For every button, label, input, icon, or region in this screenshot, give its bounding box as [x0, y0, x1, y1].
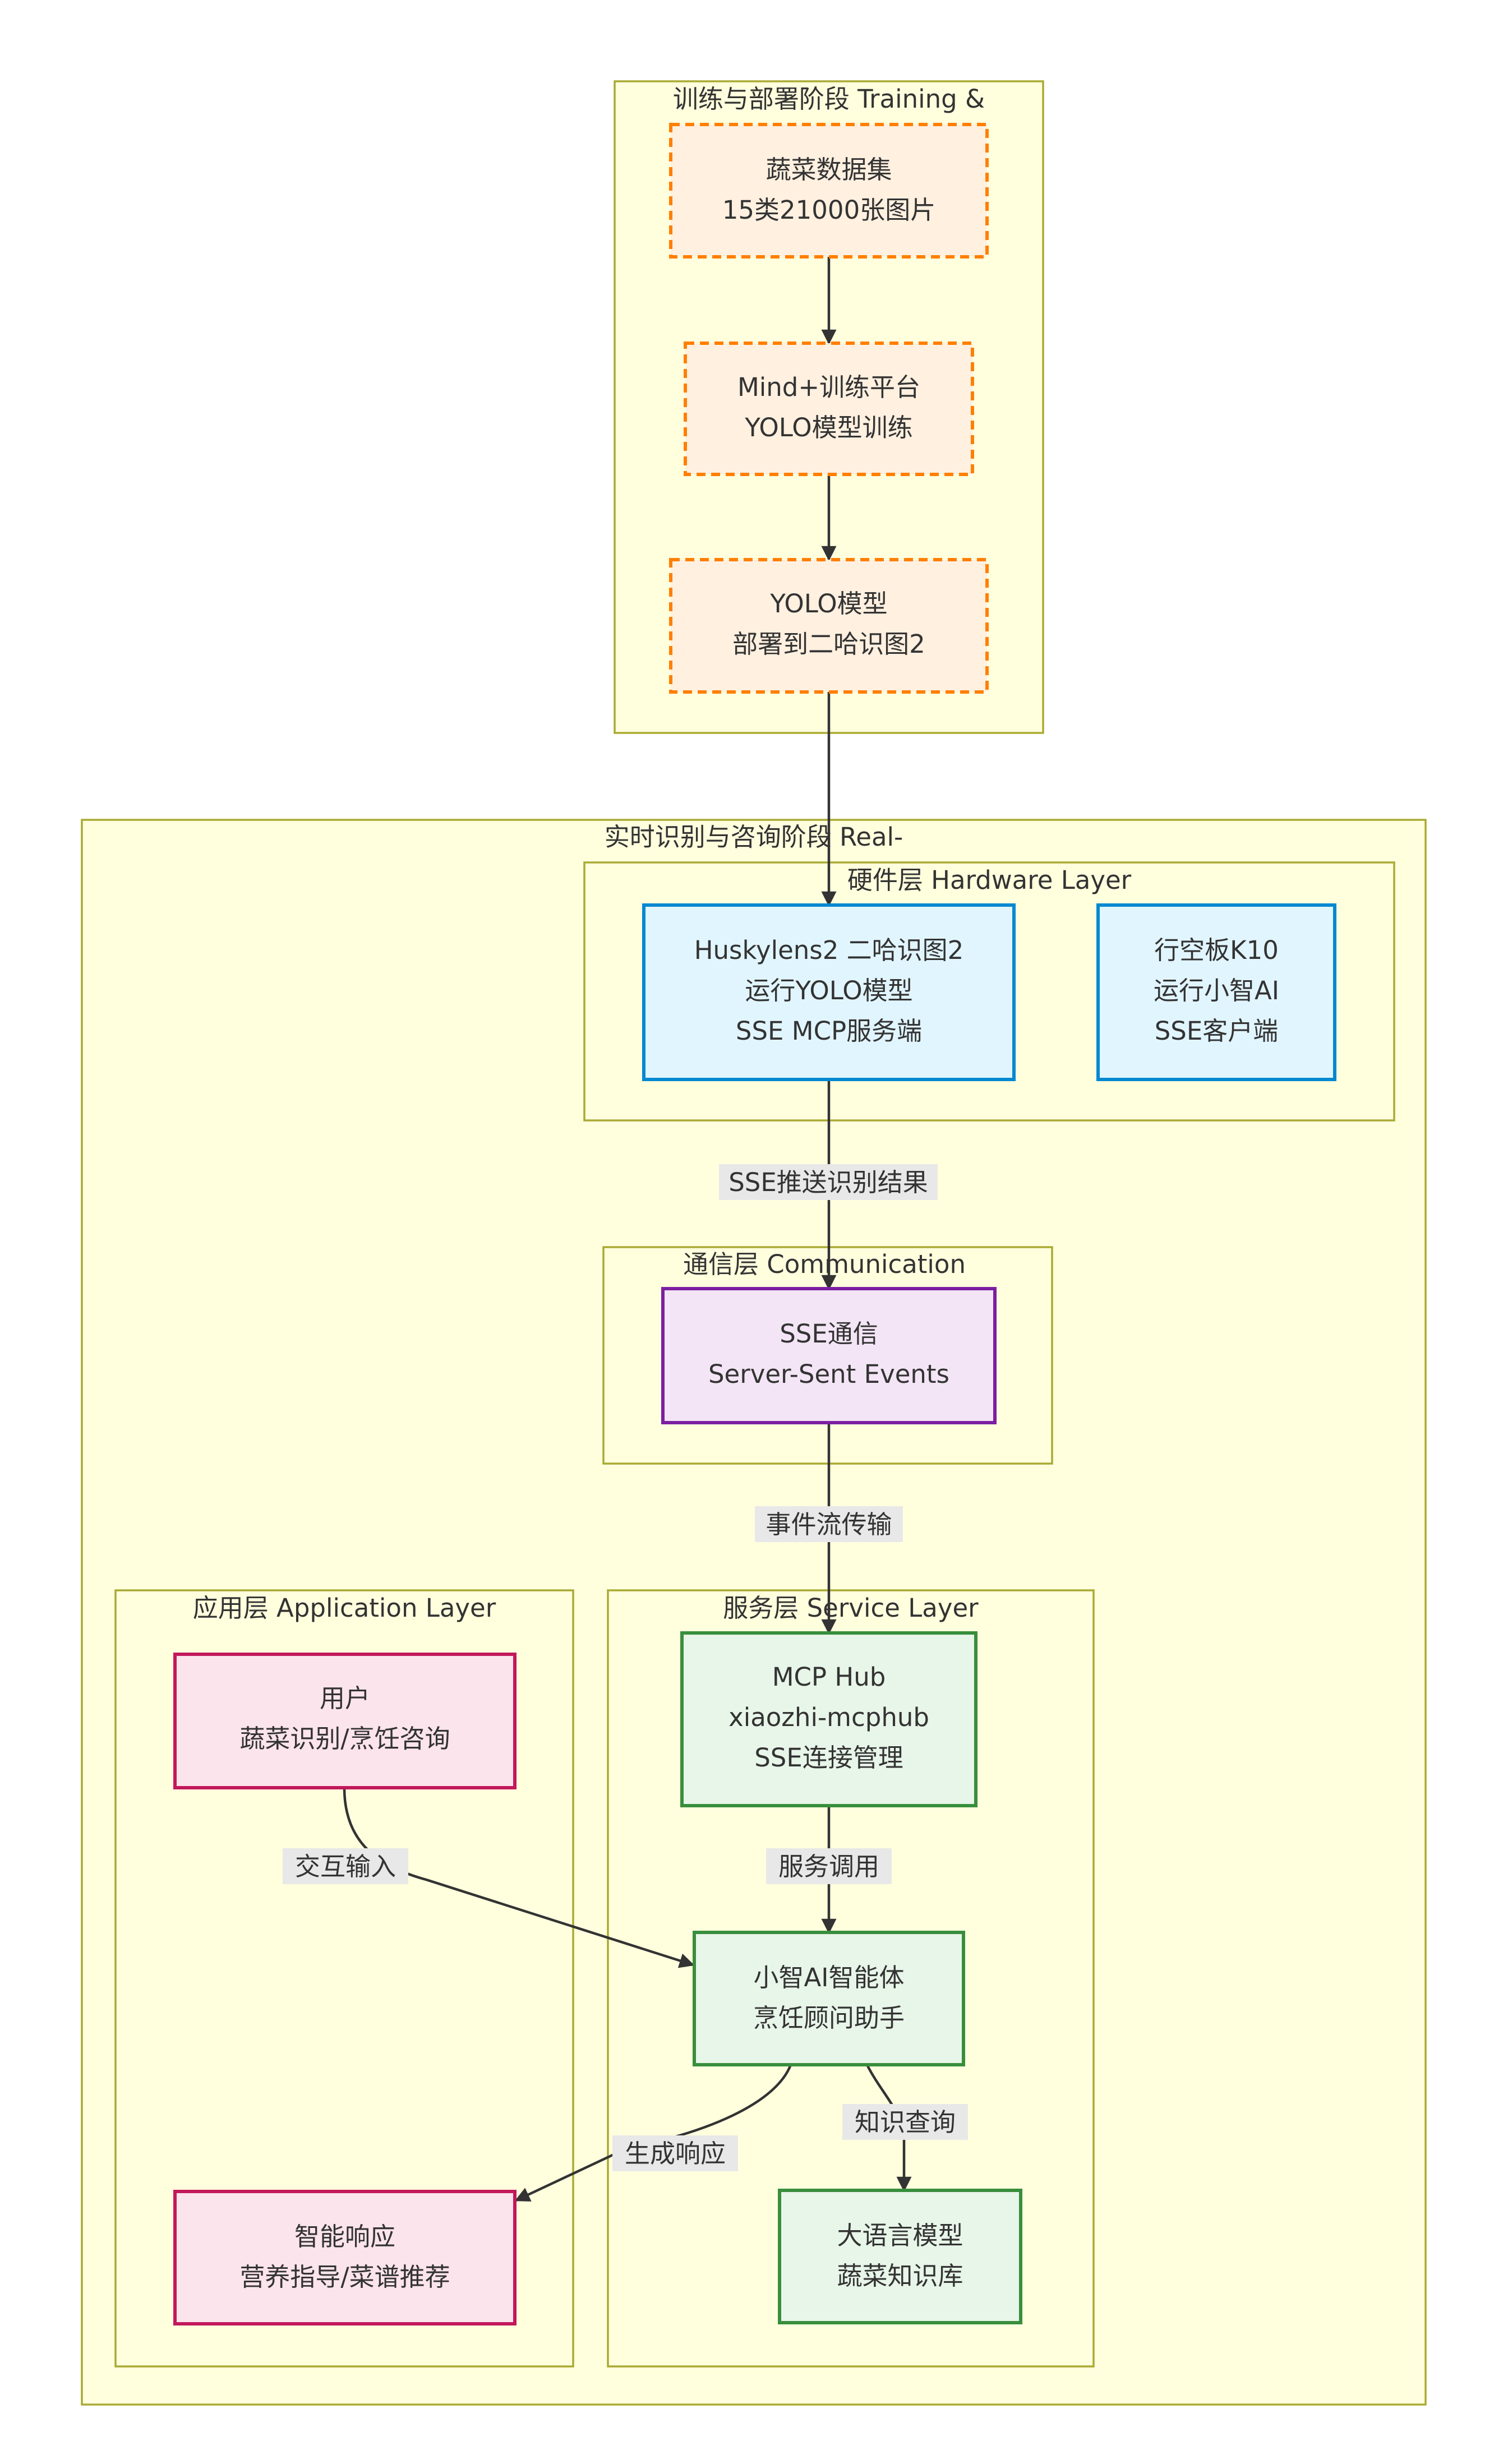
node-k10-line3: SSE客户端 [1155, 1016, 1279, 1046]
cluster-application-title: 应用层 Application Layer [193, 1593, 496, 1623]
svg-text:用户蔬菜识别/烹饪咨询: 用户蔬菜识别/烹饪咨询 [239, 1683, 450, 1754]
node-yolo-model-line2: 部署到二哈识图2 [732, 629, 925, 659]
edge-label-sse-push-text: SSE推送识别结果 [728, 1168, 928, 1197]
node-yolo-model-line1: YOLO模型 [769, 589, 887, 619]
edge-label-service-call: 服务调用 [766, 1848, 892, 1884]
edge-label-knowledge-query: 知识查询 [842, 2104, 968, 2140]
node-dataset: 蔬菜数据集 15类21000张图片 [669, 123, 989, 259]
svg-text:YOLO模型部署到二哈识图2: YOLO模型部署到二哈识图2 [732, 589, 925, 659]
node-response-line1: 智能响应 [294, 2222, 395, 2251]
edge-label-event-stream: 事件流传输 [755, 1506, 903, 1542]
node-huskylens-line1: Huskylens2 二哈识图2 [694, 935, 964, 965]
cluster-training-title: 训练与部署阶段 Training & [673, 84, 985, 114]
node-user-line1: 用户 [320, 1683, 370, 1713]
node-mcp-hub-line3: SSE连接管理 [754, 1743, 903, 1773]
node-mind-platform-line2: YOLO模型训练 [744, 413, 912, 442]
svg-text:大语言模型蔬菜知识库: 大语言模型蔬菜知识库 [837, 2221, 963, 2291]
node-sse-line2: Server-Sent Events [708, 1359, 949, 1389]
node-xiaozhi-agent-line1: 小智AI智能体 [753, 1963, 904, 1992]
cluster-communication-title: 通信层 Communication [683, 1249, 966, 1279]
edge-label-knowledge-query-text: 知识查询 [855, 2107, 956, 2137]
node-llm-line2: 蔬菜知识库 [837, 2261, 963, 2291]
node-huskylens-line3: SSE MCP服务端 [736, 1016, 922, 1046]
edge-label-generate-response-text: 生成响应 [625, 2139, 726, 2168]
node-k10-line1: 行空板K10 [1154, 935, 1279, 965]
node-response-line2: 营养指导/菜谱推荐 [239, 2262, 450, 2292]
node-user: 用户蔬菜识别/烹饪咨询 [173, 1653, 517, 1789]
node-mind-platform-line1: Mind+训练平台 [737, 372, 920, 402]
node-mcp-hub-line2: xiaozhi-mcphub [728, 1702, 929, 1732]
node-mind-platform: Mind+训练平台 YOLO模型训练 [684, 342, 974, 476]
node-llm: 大语言模型蔬菜知识库 [778, 2189, 1022, 2324]
edge-label-generate-response: 生成响应 [612, 2135, 738, 2171]
svg-text:智能响应营养指导/菜谱推荐: 智能响应营养指导/菜谱推荐 [239, 2222, 450, 2292]
edge-label-sse-push: SSE推送识别结果 [719, 1164, 938, 1200]
node-sse-line1: SSE通信 [780, 1319, 878, 1349]
node-k10-line2: 运行小智AI [1154, 976, 1279, 1005]
cluster-realtime-title: 实时识别与咨询阶段 Real- [605, 822, 903, 852]
svg-text:小智AI智能体烹饪顾问助手: 小智AI智能体烹饪顾问助手 [753, 1963, 905, 2033]
node-yolo-model: YOLO模型部署到二哈识图2 [669, 558, 989, 694]
node-huskylens-line2: 运行YOLO模型 [745, 976, 912, 1005]
node-xiaozhi-agent: 小智AI智能体烹饪顾问助手 [693, 1931, 965, 2066]
cluster-hardware-title: 硬件层 Hardware Layer [847, 865, 1132, 895]
node-dataset-line2: 15类21000张图片 [722, 195, 935, 225]
node-response: 智能响应营养指导/菜谱推荐 [173, 2190, 517, 2325]
edge-label-event-stream-text: 事件流传输 [766, 1510, 892, 1539]
edge-label-interactive-input: 交互输入 [283, 1848, 408, 1884]
node-k10: 行空板K10 运行小智AI SSE客户端 [1096, 903, 1336, 1081]
node-xiaozhi-agent-line2: 烹饪顾问助手 [753, 2003, 905, 2033]
edge-label-service-call-text: 服务调用 [778, 1852, 879, 1881]
node-dataset-line1: 蔬菜数据集 [766, 155, 892, 184]
node-mcp-hub-line1: MCP Hub [772, 1662, 886, 1692]
node-sse: SSE通信 Server-Sent Events [661, 1287, 997, 1424]
node-huskylens: Huskylens2 二哈识图2 运行YOLO模型 SSE MCP服务端 [642, 903, 1016, 1081]
node-user-line2: 蔬菜识别/烹饪咨询 [239, 1724, 450, 1754]
cluster-service-title: 服务层 Service Layer [723, 1593, 979, 1623]
edge-label-interactive-input-text: 交互输入 [295, 1852, 396, 1881]
node-llm-line1: 大语言模型 [837, 2221, 963, 2250]
